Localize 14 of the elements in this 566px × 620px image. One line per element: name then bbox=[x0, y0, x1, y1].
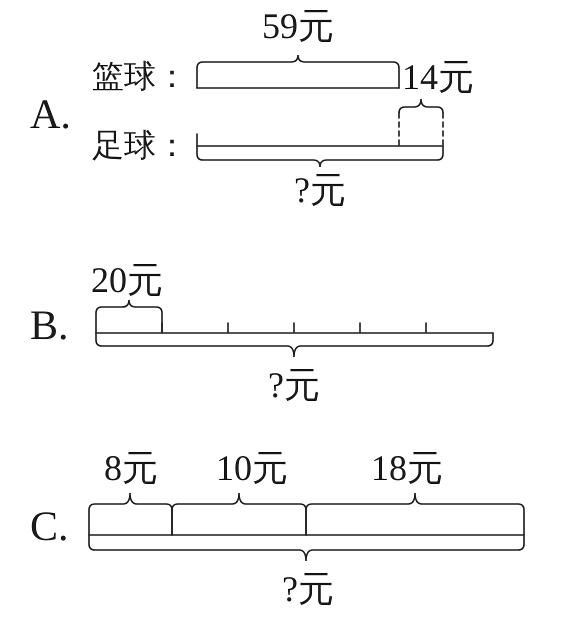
item-label: 篮球： bbox=[92, 60, 188, 92]
option-letter: C. bbox=[30, 506, 69, 548]
amount-label: 10元 bbox=[216, 450, 288, 486]
amount-label: ?元 bbox=[294, 172, 346, 208]
amount-label: ?元 bbox=[282, 571, 334, 607]
amount-label: 18元 bbox=[371, 450, 443, 486]
amount-label: ?元 bbox=[268, 367, 320, 403]
item-label: 足球： bbox=[92, 129, 188, 161]
amount-label: 20元 bbox=[91, 262, 163, 298]
amount-label: 8元 bbox=[104, 450, 158, 486]
option-letter: B. bbox=[30, 305, 69, 347]
amount-label: 14元 bbox=[402, 59, 474, 95]
option-letter: A. bbox=[30, 94, 71, 136]
amount-label: 59元 bbox=[262, 8, 334, 44]
